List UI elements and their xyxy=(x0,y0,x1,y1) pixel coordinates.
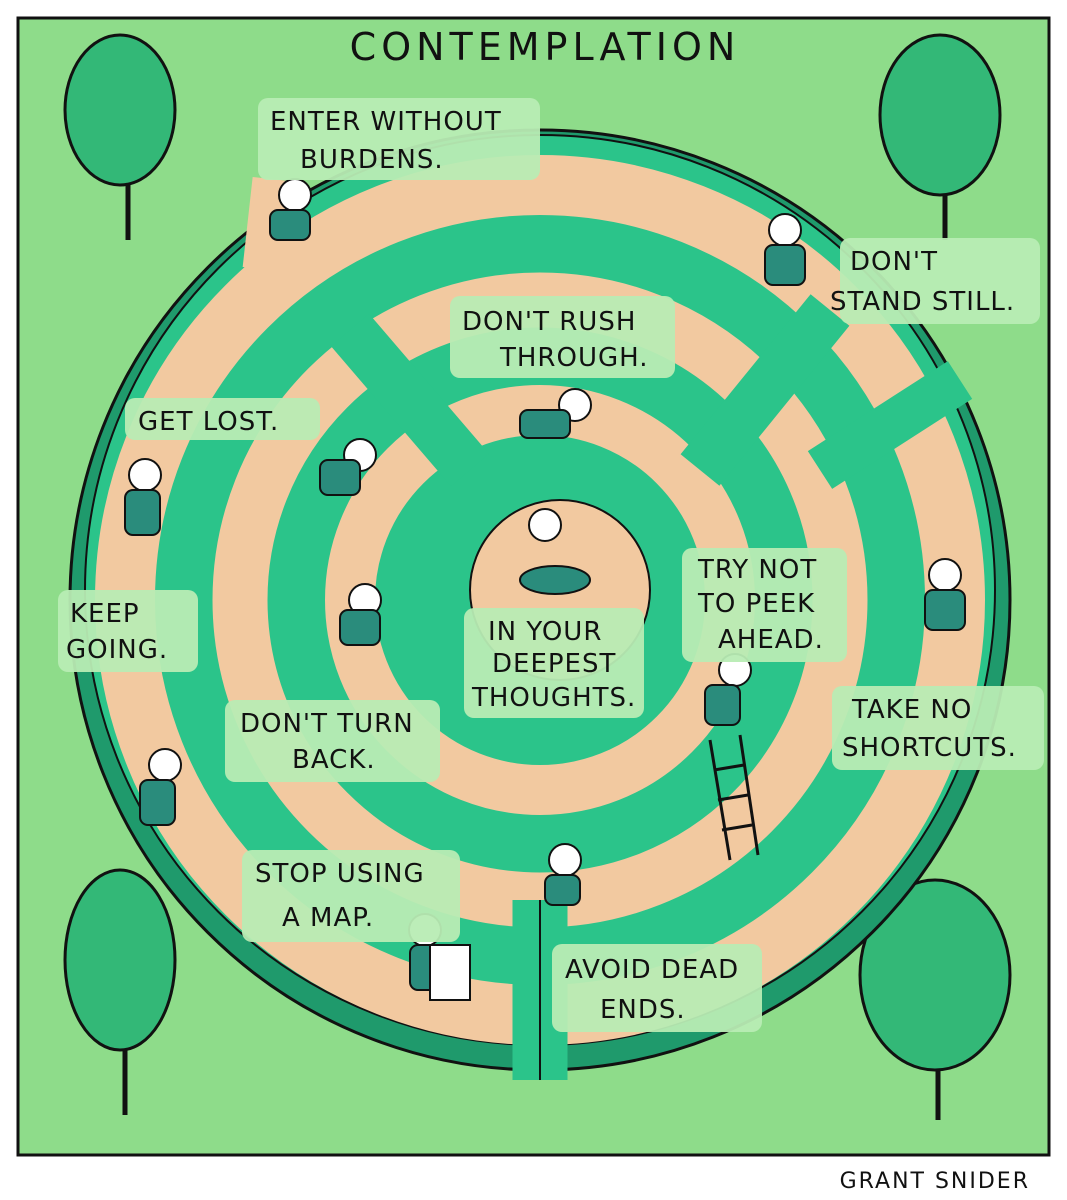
svg-text:KEEP: KEEP xyxy=(70,599,140,629)
svg-text:DON'T TURN: DON'T TURN xyxy=(240,709,414,739)
svg-text:BURDENS.: BURDENS. xyxy=(300,145,444,175)
artist-signature: GRANT SNIDER xyxy=(840,1169,1030,1194)
caption-in-your-deepest-thoughts: IN YOUR DEEPEST THOUGHTS. xyxy=(464,608,644,718)
caption-dont-turn-back: DON'T TURN BACK. xyxy=(225,700,440,782)
tree-top-right xyxy=(878,33,1002,240)
svg-text:THROUGH.: THROUGH. xyxy=(499,343,649,373)
caption-dont-stand-still: DON'T STAND STILL. xyxy=(830,238,1040,324)
caption-take-no-shortcuts: TAKE NO SHORTCUTS. xyxy=(832,686,1044,770)
svg-text:BACK.: BACK. xyxy=(292,745,376,775)
svg-text:TAKE NO: TAKE NO xyxy=(851,695,972,725)
svg-text:STOP USING: STOP USING xyxy=(255,859,425,889)
svg-text:AHEAD.: AHEAD. xyxy=(718,625,824,655)
caption-keep-going: KEEP GOING. xyxy=(58,590,198,672)
caption-get-lost: GET LOST. xyxy=(125,398,320,440)
tree-bottom-left xyxy=(63,868,177,1115)
svg-text:DEEPEST: DEEPEST xyxy=(492,649,616,679)
svg-text:ENTER WITHOUT: ENTER WITHOUT xyxy=(270,107,502,137)
svg-text:IN YOUR: IN YOUR xyxy=(488,617,602,647)
svg-text:AVOID DEAD: AVOID DEAD xyxy=(565,955,739,985)
caption-avoid-dead-ends: AVOID DEAD ENDS. xyxy=(552,944,762,1032)
svg-text:DON'T: DON'T xyxy=(850,247,938,277)
svg-text:THOUGHTS.: THOUGHTS. xyxy=(471,683,636,713)
svg-text:DON'T RUSH: DON'T RUSH xyxy=(462,307,636,337)
tree-top-left xyxy=(63,33,177,240)
svg-text:STAND STILL.: STAND STILL. xyxy=(830,287,1015,317)
figures xyxy=(124,178,966,1001)
svg-text:GET LOST.: GET LOST. xyxy=(138,407,279,437)
comic-title: CONTEMPLATION xyxy=(350,25,741,69)
caption-try-not-to-peek-ahead: TRY NOT TO PEEK AHEAD. xyxy=(682,548,847,662)
svg-text:GOING.: GOING. xyxy=(66,635,168,665)
svg-text:TO PEEK: TO PEEK xyxy=(697,589,815,619)
svg-text:SHORTCUTS.: SHORTCUTS. xyxy=(842,733,1017,763)
caption-dont-rush-through: DON'T RUSH THROUGH. xyxy=(450,296,675,378)
caption-enter-without-burdens: ENTER WITHOUT BURDENS. xyxy=(258,98,540,180)
tree-bottom-right xyxy=(858,878,1012,1120)
svg-text:ENDS.: ENDS. xyxy=(600,995,686,1025)
ladder xyxy=(708,734,760,861)
svg-text:TRY NOT: TRY NOT xyxy=(697,555,817,585)
svg-text:A MAP.: A MAP. xyxy=(282,903,374,933)
caption-stop-using-a-map: STOP USING A MAP. xyxy=(242,850,460,942)
